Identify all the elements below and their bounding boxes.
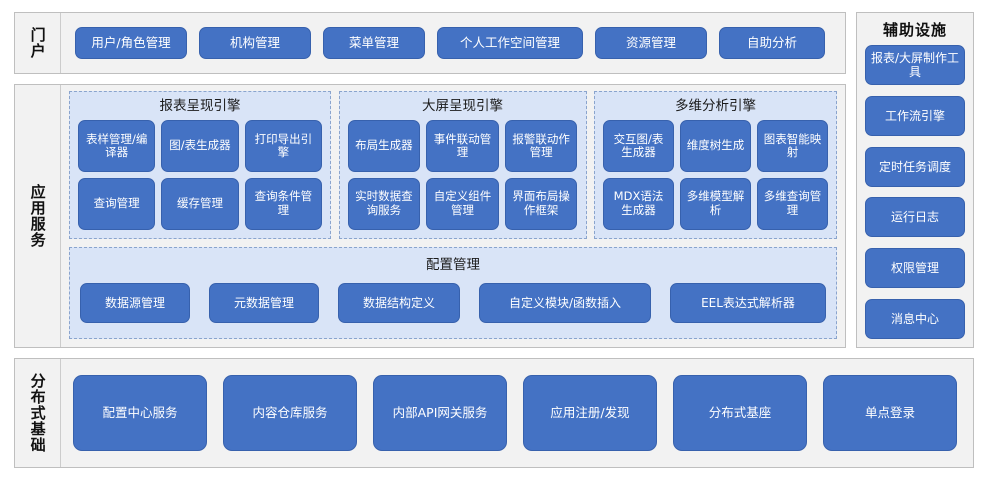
distributed-base-row: 配置中心服务 内容仓库服务 内部API网关服务 应用注册/发现 分布式基座 单点…: [69, 359, 961, 467]
portal-band-label: 门户: [15, 13, 61, 73]
engine-item-layout-generator[interactable]: 布局生成器: [347, 120, 421, 173]
application-services-content: 报表呈现引擎 表样管理/编译器 图/表生成器 打印导出引擎 查询管理 缓存管理 …: [69, 91, 837, 341]
base-button-config-center-service[interactable]: 配置中心服务: [73, 375, 207, 451]
engine-item-multidimensional-model-parsing[interactable]: 多维模型解析: [680, 178, 751, 230]
config-management-group: 配置管理 数据源管理 元数据管理 数据结构定义 自定义模块/函数插入 EEL表达…: [69, 247, 837, 339]
base-button-app-registration-discovery[interactable]: 应用注册/发现: [523, 375, 657, 451]
aux-button-permission-management[interactable]: 权限管理: [865, 248, 965, 289]
aux-button-workflow-engine[interactable]: 工作流引擎: [865, 95, 965, 136]
engine-item-event-linkage-management[interactable]: 事件联动管理: [426, 120, 499, 173]
engine-item-cache-management[interactable]: 缓存管理: [161, 178, 239, 230]
config-management-row: 数据源管理 元数据管理 数据结构定义 自定义模块/函数插入 EEL表达式解析器: [80, 279, 826, 327]
config-management-title: 配置管理: [426, 257, 480, 273]
aux-facilities-list: 报表/大屏制作工具 工作流引擎 定时任务调度 运行日志 权限管理 消息中心: [865, 45, 965, 339]
engine-grid-multidimensional-analysis: 交互图/表生成器 维度树生成 图表智能映射 MDX语法生成器 多维模型解析 多维…: [603, 120, 828, 230]
aux-button-scheduled-task-scheduler[interactable]: 定时任务调度: [865, 146, 965, 187]
portal-button-org-management[interactable]: 机构管理: [199, 27, 311, 59]
config-item-datasource-management[interactable]: 数据源管理: [80, 283, 190, 323]
engine-title-report-rendering: 报表呈现引擎: [159, 98, 241, 114]
engine-item-realtime-data-query-service[interactable]: 实时数据查询服务: [347, 178, 421, 230]
config-item-metadata-management[interactable]: 元数据管理: [209, 283, 319, 323]
base-button-single-sign-on[interactable]: 单点登录: [823, 375, 957, 451]
distributed-base-panel: 分布式基础 配置中心服务 内容仓库服务 内部API网关服务 应用注册/发现 分布…: [14, 358, 974, 468]
portal-button-resource-management[interactable]: 资源管理: [595, 27, 707, 59]
portal-button-personal-workspace-management[interactable]: 个人工作空间管理: [437, 27, 583, 59]
base-button-distributed-foundation[interactable]: 分布式基座: [673, 375, 807, 451]
portal-button-self-service-analysis[interactable]: 自助分析: [719, 27, 825, 59]
engine-grid-report-rendering: 表样管理/编译器 图/表生成器 打印导出引擎 查询管理 缓存管理 查询条件管理: [78, 120, 322, 230]
portal-button-user-role-management[interactable]: 用户/角色管理: [75, 27, 187, 59]
application-services-panel: 应用服务 报表呈现引擎 表样管理/编译器 图/表生成器 打印导出引擎 查询管理 …: [14, 84, 846, 348]
engine-group-report-rendering: 报表呈现引擎 表样管理/编译器 图/表生成器 打印导出引擎 查询管理 缓存管理 …: [69, 91, 331, 239]
portal-button-menu-management[interactable]: 菜单管理: [323, 27, 425, 59]
engine-title-multidimensional-analysis: 多维分析引擎: [675, 98, 756, 114]
base-button-internal-api-gateway-service[interactable]: 内部API网关服务: [373, 375, 507, 451]
aux-button-report-bigscreen-authoring-tool[interactable]: 报表/大屏制作工具: [865, 45, 965, 85]
engine-item-multidimensional-query-management[interactable]: 多维查询管理: [757, 178, 828, 230]
distributed-base-band-label: 分布式基础: [15, 359, 61, 467]
engine-item-chart-table-generator[interactable]: 图/表生成器: [161, 120, 239, 173]
aux-button-runtime-log[interactable]: 运行日志: [865, 197, 965, 238]
engine-item-template-management-compiler[interactable]: 表样管理/编译器: [78, 120, 156, 173]
engine-item-chart-smart-mapping[interactable]: 图表智能映射: [757, 120, 828, 173]
config-item-custom-module-function-insert[interactable]: 自定义模块/函数插入: [479, 283, 651, 323]
aux-facilities-panel: 辅助设施 报表/大屏制作工具 工作流引擎 定时任务调度 运行日志 权限管理 消息…: [856, 12, 974, 348]
aux-button-message-center[interactable]: 消息中心: [865, 298, 965, 339]
aux-facilities-title: 辅助设施: [882, 21, 947, 39]
engine-item-print-export-engine[interactable]: 打印导出引擎: [244, 120, 322, 173]
engine-grid-bigscreen-rendering: 布局生成器 事件联动管理 报警联动作管理 实时数据查询服务 自定义组件管理 界面…: [347, 120, 578, 230]
engine-item-interactive-chart-table-generator[interactable]: 交互图/表生成器: [603, 120, 674, 173]
portal-panel: 门户 用户/角色管理 机构管理 菜单管理 个人工作空间管理 资源管理 自助分析: [14, 12, 846, 74]
engine-group-multidimensional-analysis: 多维分析引擎 交互图/表生成器 维度树生成 图表智能映射 MDX语法生成器 多维…: [594, 91, 837, 239]
engine-item-query-management[interactable]: 查询管理: [78, 178, 156, 230]
engine-item-dimension-tree-generation[interactable]: 维度树生成: [680, 120, 751, 173]
engine-item-custom-component-management[interactable]: 自定义组件管理: [426, 178, 499, 230]
base-button-content-repository-service[interactable]: 内容仓库服务: [223, 375, 357, 451]
engine-title-bigscreen-rendering: 大屏呈现引擎: [422, 98, 503, 114]
engine-item-query-condition-management[interactable]: 查询条件管理: [244, 178, 322, 230]
engine-item-mdx-syntax-generator[interactable]: MDX语法生成器: [603, 178, 674, 230]
portal-button-row: 用户/角色管理 机构管理 菜单管理 个人工作空间管理 资源管理 自助分析: [69, 13, 835, 73]
engine-item-alarm-linkage-action-management[interactable]: 报警联动作管理: [504, 120, 578, 173]
engine-item-ui-layout-operation-framework[interactable]: 界面布局操作框架: [504, 178, 578, 230]
engines-row: 报表呈现引擎 表样管理/编译器 图/表生成器 打印导出引擎 查询管理 缓存管理 …: [69, 91, 837, 239]
config-item-eel-expression-parser[interactable]: EEL表达式解析器: [670, 283, 826, 323]
config-item-data-structure-definition[interactable]: 数据结构定义: [338, 283, 460, 323]
application-services-band-label: 应用服务: [15, 85, 61, 347]
engine-group-bigscreen-rendering: 大屏呈现引擎 布局生成器 事件联动管理 报警联动作管理 实时数据查询服务 自定义…: [338, 91, 587, 239]
